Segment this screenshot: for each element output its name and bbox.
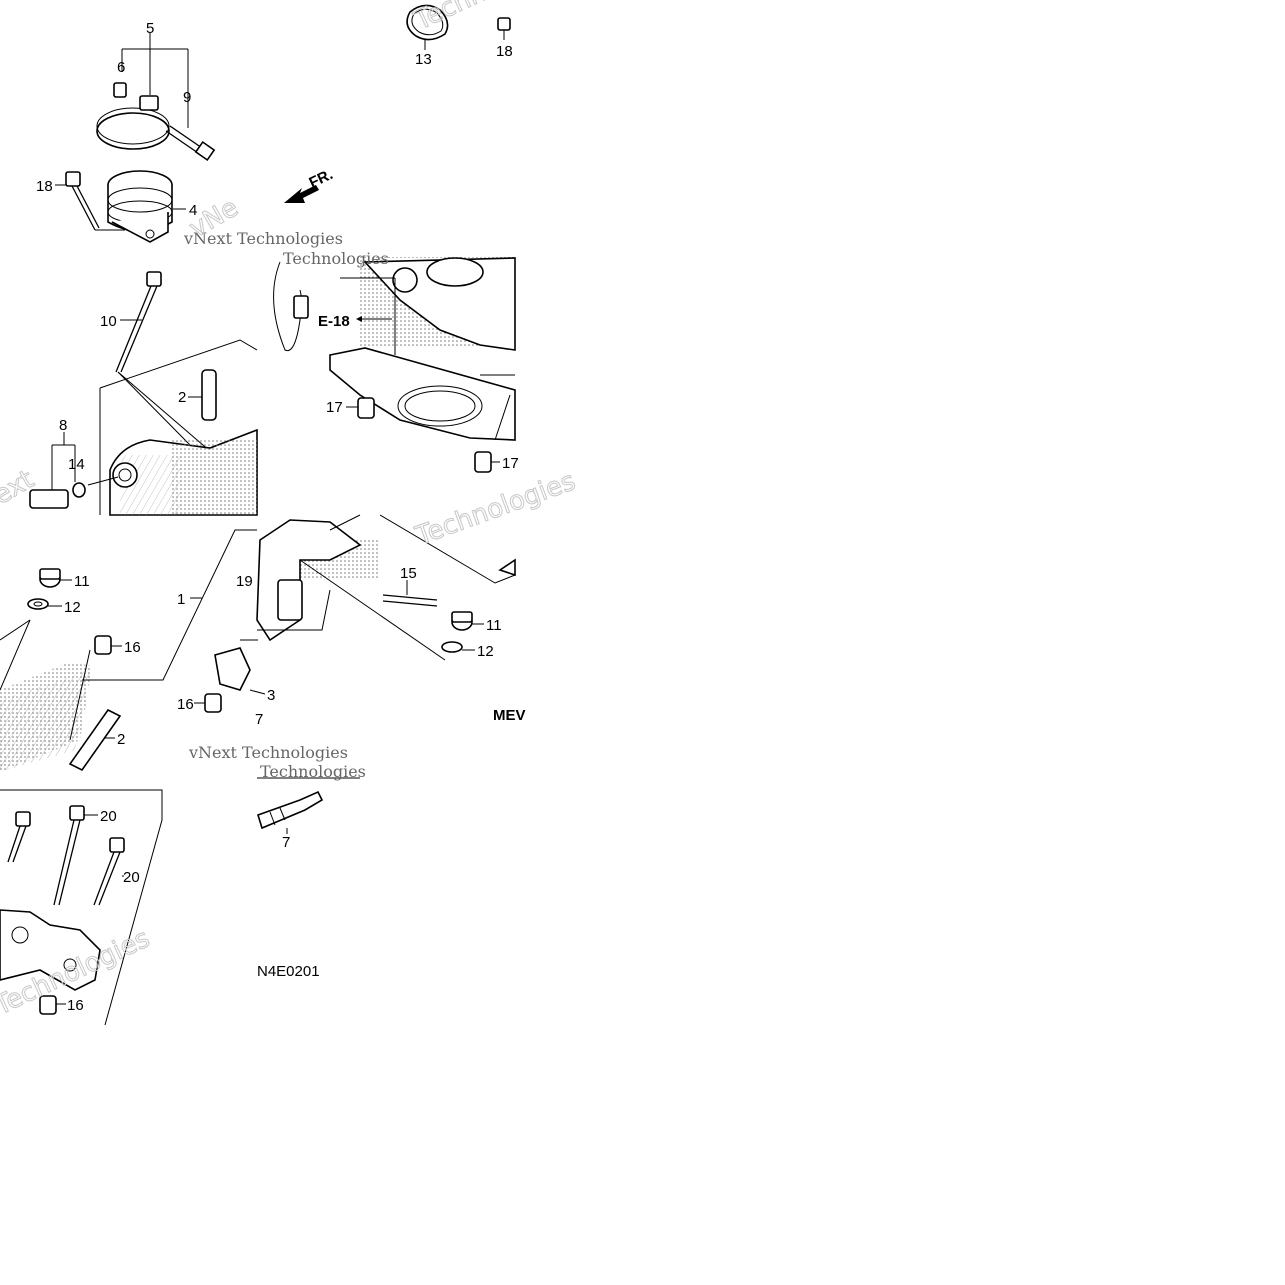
callout-15: 15 (400, 565, 417, 582)
wire-connector (293, 295, 309, 319)
part-3-sensor (214, 647, 251, 691)
callout-16-lower: 16 (67, 997, 84, 1014)
front-direction-arrow (284, 185, 319, 203)
callout-18-top: 18 (496, 43, 513, 60)
callout-20-upper: 20 (100, 808, 117, 825)
callout-12-left: 12 (64, 599, 81, 616)
tile-bolts: Technologies (0, 789, 163, 1026)
part-6-nut (113, 82, 127, 98)
callout-6: 6 (117, 59, 125, 76)
part-12-washer (27, 598, 49, 610)
tile-intake: FR. vNext Technologies vNe (55, 33, 343, 248)
watermark-h: Technologies (260, 762, 366, 781)
callout-11-right: 11 (486, 617, 502, 634)
callout-11-left: 11 (74, 573, 90, 590)
callout-2-lower: 2 (117, 731, 125, 748)
watermark-e: vNext Technologies (188, 743, 348, 762)
callout-3: 3 (267, 687, 275, 704)
part-20-bolt (69, 805, 85, 821)
callout-19: 19 (236, 573, 253, 590)
tile-gasket-top: Technologies (406, 0, 575, 50)
callout-8: 8 (59, 417, 67, 434)
callout-10: 10 (100, 313, 117, 330)
part-17-dowel (357, 397, 375, 419)
callout-16-upper: 16 (124, 639, 141, 656)
watermark-text: vNext Technologies (183, 229, 343, 248)
callout-7-lower: 7 (282, 834, 290, 851)
tile-spark-plug: N4E0201 Technologies (257, 762, 366, 980)
part-8-sensor (29, 489, 69, 509)
front-label: FR. (307, 166, 336, 192)
callout-16-mid: 16 (177, 696, 194, 713)
callout-18-left: 18 (36, 178, 53, 195)
part-7-spark-plug (257, 790, 324, 830)
clamp-band (96, 112, 170, 150)
part-14-washer (72, 482, 86, 498)
callout-1: 1 (177, 591, 185, 608)
callout-2-upper: 2 (178, 389, 186, 406)
callout-13: 13 (415, 51, 432, 68)
part-16-dowel (94, 635, 112, 655)
reference-label: E-18 (318, 313, 350, 330)
watermark-d: Technologies (283, 249, 389, 268)
figure-code: N4E0201 (257, 963, 320, 980)
callout-7-upper: 7 (255, 711, 263, 728)
tile-head-left: ext (0, 271, 258, 516)
callout-9: 9 (183, 89, 191, 106)
callout-17-right: 17 (502, 455, 519, 472)
camshaft-holder (0, 909, 101, 991)
callout-12-right: 12 (477, 643, 494, 660)
watermark-f: Technologies (411, 466, 579, 552)
callout-14: 14 (68, 456, 85, 473)
callout-17-left: 17 (326, 399, 343, 416)
callout-4: 4 (189, 202, 197, 219)
head-gasket (329, 347, 516, 441)
callout-5: 5 (146, 20, 154, 37)
drawing-code: MEV (493, 707, 526, 724)
tile-lower-left: vNext Technologies (0, 529, 348, 772)
part-2-pin (201, 369, 217, 421)
callout-20-lower: 20 (123, 869, 140, 886)
tile-gasket-head: E-18 Technologies (273, 249, 516, 473)
part-18-bolt-top (497, 17, 511, 31)
callout-numbers: 5 6 9 18 4 13 18 10 2 8 14 17 17 11 12 1… (36, 20, 519, 1014)
